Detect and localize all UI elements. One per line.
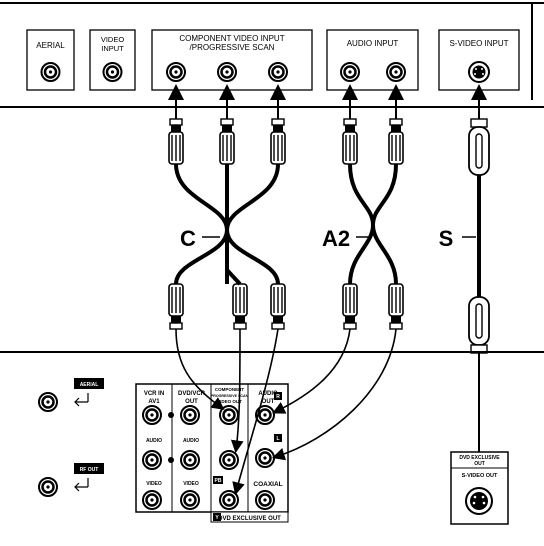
component-input-jack-pb[interactable] — [216, 61, 238, 83]
component-plug-bottom-3 — [270, 283, 286, 330]
tv-back-panel: AERIAL VIDEO INPUT COMPONENT VIDEO INPUT… — [0, 2, 544, 108]
audio-input-jack-l[interactable] — [339, 61, 361, 83]
component-input-label-1: COMPONENT VIDEO INPUT — [179, 34, 284, 43]
component-plug-bottom-2 — [232, 283, 248, 330]
component-out-jack-pb[interactable] — [218, 449, 240, 471]
svideo-box-label-1: DVD EXCLUSIVE — [459, 455, 500, 461]
pb-tag: PB — [215, 478, 222, 484]
component-out-jack-y[interactable] — [218, 489, 240, 511]
aerial-label: AERIAL — [36, 41, 65, 50]
y-tag: Y — [215, 515, 219, 521]
video-label-2: VIDEO — [183, 481, 199, 487]
component-out-label-1: COMPONENT — [215, 387, 245, 392]
rf-out-jack[interactable] — [37, 476, 59, 498]
component-out-jack-pr[interactable] — [218, 404, 240, 426]
dvd-vcr-out-jack-1[interactable] — [179, 404, 201, 426]
dvd-aerial-group: AERIAL — [37, 378, 104, 413]
audio-plug-top-l — [342, 118, 358, 165]
svideo-out-jack[interactable] — [465, 487, 493, 515]
component-input-label-2: /PROGRESSIVE SCAN — [190, 43, 275, 52]
svideo-out-label: S-VIDEO OUT — [462, 473, 498, 479]
svideo-box-label-2: OUT — [474, 461, 485, 467]
vcr-in-label-1: VCR IN — [144, 391, 164, 397]
audio-out-jack-l[interactable] — [254, 447, 276, 469]
dvd-aerial-label: AERIAL — [80, 382, 99, 388]
audio-plug-bottom-l — [342, 283, 358, 330]
component-plug-bottom-1 — [168, 283, 184, 330]
audio-out-jack-r[interactable] — [254, 404, 276, 426]
component-input-group: COMPONENT VIDEO INPUT /PROGRESSIVE SCAN — [151, 29, 313, 91]
svideo-input-jack[interactable] — [468, 61, 490, 83]
audio-input-group: AUDIO INPUT — [326, 29, 419, 91]
vcr-in-jack-2[interactable] — [141, 449, 163, 471]
svideo-cable-label: S — [439, 226, 454, 251]
component-cable-label: C — [180, 226, 196, 251]
audio-cable-label: A2 — [322, 226, 350, 251]
dvd-vcr-out-label-2: OUT — [185, 399, 198, 405]
coaxial-jack[interactable] — [254, 489, 276, 511]
audio-out-label-1: AUDIO — [258, 391, 278, 397]
component-plug-top-2 — [219, 118, 235, 165]
component-input-jack-pr[interactable] — [267, 61, 289, 83]
component-out-label-2: PROGRESSIVE SCAN — [211, 394, 249, 398]
component-plug-top-3 — [270, 118, 286, 165]
video-input-label-2: INPUT — [101, 44, 124, 53]
aerial-jack[interactable] — [40, 61, 61, 83]
dvd-jack-panel: VCR IN AV1 DVD/VCR OUT COMPONENT PROGRES… — [135, 383, 289, 523]
svideo-input-label: S-VIDEO INPUT — [449, 39, 508, 48]
coaxial-label: COAXIAL — [253, 481, 282, 488]
vcr-in-label-2: AV1 — [148, 399, 160, 405]
component-input-jack-y[interactable] — [165, 61, 187, 83]
svideo-output-box: DVD EXCLUSIVE OUT S-VIDEO OUT — [450, 451, 509, 525]
r-tag: R — [276, 394, 280, 400]
dvd-connection-wires — [175, 328, 480, 500]
dvd-vcr-out-video-jack[interactable] — [179, 489, 201, 511]
component-cable: C — [168, 118, 286, 330]
video-input-label-1: VIDEO — [101, 35, 125, 44]
audio-label-1: AUDIO — [146, 438, 162, 444]
vcr-in-video-jack[interactable] — [141, 489, 163, 511]
video-label-1: VIDEO — [146, 481, 162, 487]
dvd-rf-out-group: RF OUT — [37, 463, 104, 498]
dvd-vcr-out-jack-2[interactable] — [179, 449, 201, 471]
component-out-label-3: VIDEO OUT — [217, 399, 242, 404]
svideo-cable: S — [439, 118, 490, 354]
audio-input-label: AUDIO INPUT — [347, 39, 399, 48]
vcr-in-jack-1[interactable] — [141, 404, 163, 426]
audio-input-jack-r[interactable] — [385, 61, 407, 83]
tv-connection-arrows — [168, 84, 487, 119]
dvd-aerial-jack[interactable] — [37, 391, 59, 413]
component-plug-top-1 — [168, 118, 184, 165]
dvd-vcr-out-label-1: DVD/VCR — [178, 391, 206, 397]
video-input-jack[interactable] — [102, 61, 123, 83]
aerial-input-group: AERIAL — [26, 29, 75, 91]
audio-out-label-2: OUT — [262, 399, 275, 405]
audio-plug-bottom-r — [388, 283, 404, 330]
svideo-input-group: S-VIDEO INPUT — [438, 29, 520, 91]
audio-cable: A2 — [322, 118, 404, 330]
audio-plug-top-r — [388, 118, 404, 165]
video-input-group: VIDEO INPUT — [89, 29, 136, 91]
l-tag: L — [276, 436, 279, 442]
dvd-exclusive-out-label: DVD EXCLUSIVE OUT — [218, 516, 281, 522]
audio-label-2: AUDIO — [183, 438, 199, 444]
rf-out-label: RF OUT — [80, 467, 99, 473]
